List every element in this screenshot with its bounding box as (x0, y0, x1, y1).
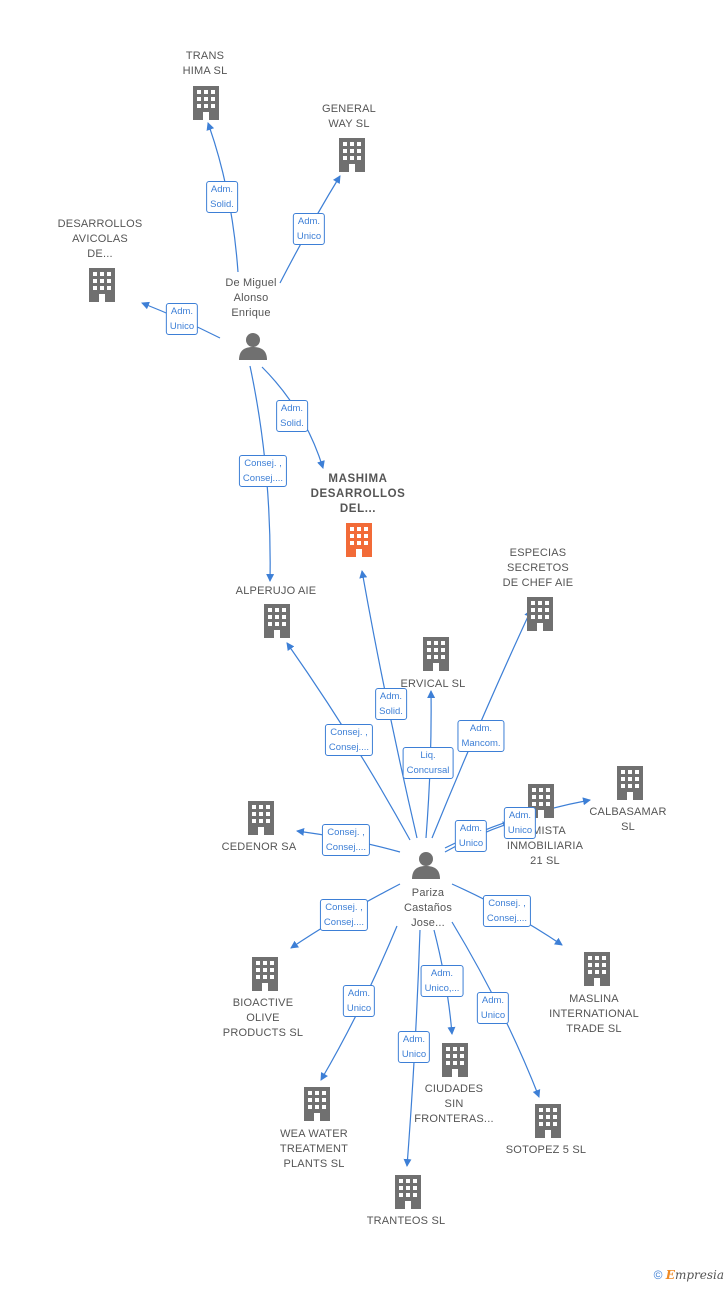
edge-label-pj-ciudades[interactable]: Adm. Unico,... (420, 965, 464, 997)
building-icon[interactable] (395, 1175, 421, 1209)
building-icon[interactable] (339, 138, 365, 172)
edge-label-pj-bioactive[interactable]: Consej. , Consej.... (319, 899, 369, 931)
node-trans-hima[interactable]: TRANS HIMA SL (182, 50, 228, 77)
building-icon[interactable] (535, 1104, 561, 1138)
edge-label-pj-mashima[interactable]: Adm. Solid. (375, 688, 407, 720)
node-general-way[interactable]: GENERAL WAY SL (322, 103, 376, 130)
node-wea-water[interactable]: WEA WATER TREATMENT PLANTS SL (279, 1128, 349, 1170)
building-icon[interactable] (617, 766, 643, 800)
edge-label-pj-tranteos[interactable]: Adm. Unico (397, 1031, 431, 1063)
building-icon[interactable] (264, 604, 290, 638)
edge-label-pj-cedenor[interactable]: Consej. , Consej.... (321, 824, 371, 856)
node-desarrollos-avicolas[interactable]: DESARROLLOS AVICOLAS DE... (57, 218, 143, 260)
edge-label-pj-maslina[interactable]: Consej. , Consej.... (482, 895, 532, 927)
building-icon[interactable] (193, 86, 219, 120)
building-icon[interactable] (527, 597, 553, 631)
person-icon[interactable] (239, 333, 267, 360)
building-icon[interactable] (252, 957, 278, 991)
node-calbasamar[interactable]: CALBASAMAR SL (589, 806, 667, 833)
node-especias[interactable]: ESPECIAS SECRETOS DE CHEF AIE (502, 547, 574, 589)
node-rmista[interactable]: RMISTA INMOBILIARIA 21 SL (506, 825, 584, 867)
edge-label-pj-ervical[interactable]: Liq. Concursal (402, 747, 454, 779)
building-icon[interactable] (89, 268, 115, 302)
building-icon[interactable] (442, 1043, 468, 1077)
node-ciudades[interactable]: CIUDADES SIN FRONTERAS... (414, 1083, 494, 1125)
node-cedenor[interactable]: CEDENOR SA (221, 841, 297, 853)
edge-label-dm-general[interactable]: Adm. Unico (292, 213, 326, 245)
node-alperujo[interactable]: ALPERUJO AIE (235, 585, 317, 597)
node-ervical[interactable]: ERVICAL SL (400, 678, 466, 690)
node-de-miguel[interactable]: De Miguel Alonso Enrique (225, 277, 277, 319)
copyright-footer: © Empresia (654, 1268, 724, 1282)
edge-label-pj-especias[interactable]: Adm. Mancom. (457, 720, 505, 752)
edge-label-pj-alperujo[interactable]: Consej. , Consej.... (324, 724, 374, 756)
building-icon[interactable] (248, 801, 274, 835)
empresia-logo: Empresia (666, 1268, 724, 1282)
edge-label-pj-rmista[interactable]: Adm. Unico (454, 820, 488, 852)
edge-label-dm-mashima[interactable]: Adm. Solid. (276, 400, 308, 432)
brand-initial: E (665, 1268, 675, 1282)
edge-label-pj-calbasamar[interactable]: Adm. Unico (503, 807, 537, 839)
building-icon-main[interactable] (346, 523, 372, 557)
building-icon[interactable] (304, 1087, 330, 1121)
node-pariza[interactable]: Pariza Castaños Jose... (403, 887, 453, 929)
edge-label-dm-trans[interactable]: Adm. Solid. (206, 181, 238, 213)
edge-label-dm-alperujo[interactable]: Consej. , Consej.... (238, 455, 288, 487)
node-sotopez[interactable]: SOTOPEZ 5 SL (505, 1144, 587, 1156)
edge-label-pj-sotopez[interactable]: Adm. Unico (476, 992, 510, 1024)
person-icon[interactable] (412, 852, 440, 879)
brand-rest: mpresia (674, 1268, 724, 1282)
node-tranteos[interactable]: TRANTEOS SL (366, 1215, 446, 1227)
edge-label-dm-avicolas[interactable]: Adm. Unico (165, 303, 199, 335)
copyright-symbol: © (653, 1268, 663, 1282)
building-icon[interactable] (423, 637, 449, 671)
node-maslina[interactable]: MASLINA INTERNATIONAL TRADE SL (549, 993, 639, 1035)
building-icon[interactable] (584, 952, 610, 986)
node-bioactive[interactable]: BIOACTIVE OLIVE PRODUCTS SL (222, 997, 304, 1039)
node-icons (89, 86, 643, 1209)
edge-label-pj-wea[interactable]: Adm. Unico (342, 985, 376, 1017)
node-mashima[interactable]: MASHIMA DESARROLLOS DEL... (310, 473, 406, 515)
